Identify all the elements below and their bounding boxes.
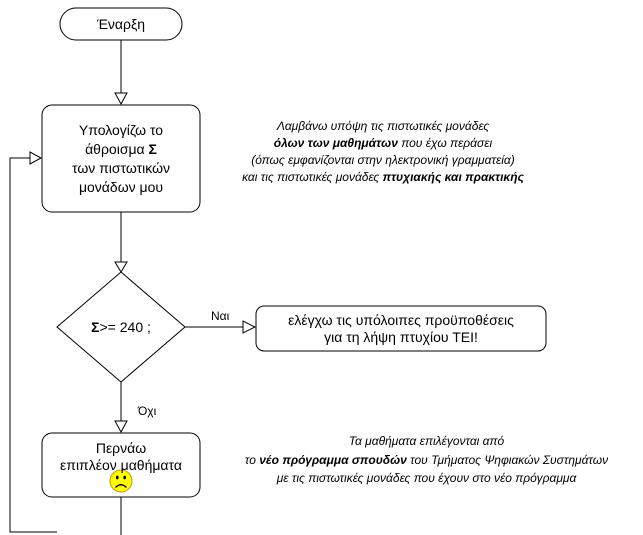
compute-note-line1: Λαμβάνω υπόψη τις πιστωτικές μονάδες [276, 119, 490, 133]
no-note: Τα μαθήματα επιλέγονται από το νέο πρόγρ… [210, 432, 643, 488]
no-note-line1: Τα μαθήματα επιλέγονται από [348, 434, 505, 448]
compute-step-line3: των πιστωτικών [71, 159, 171, 176]
decision-condition: Σ>= 240 ; [57, 317, 185, 337]
no-step-text: Περνάω επιπλέον μαθήματα [42, 440, 200, 474]
compute-step-text: Υπολογίζω το άθροισμα Σ των πιστωτικών μ… [42, 105, 200, 212]
sad-face-icon [109, 469, 133, 493]
compute-step-line1: Υπολογίζω το [78, 121, 164, 138]
no-step-line1: Περνάω [95, 440, 147, 456]
yes-label: Ναι [211, 309, 230, 323]
arrowhead-no [114, 420, 128, 434]
arrowhead-decision [114, 261, 128, 273]
no-note-line3: με τις πιστωτικές μονάδες που έχουν στο … [276, 471, 577, 485]
no-label: Όχι [138, 404, 157, 418]
no-note-line2: το νέο πρόγραμμα σπουδών του Τμήματος Ψη… [210, 451, 643, 470]
compute-step-line4: μονάδων μου [78, 178, 164, 195]
compute-note: Λαμβάνω υπόψη τις πιστωτικές μονάδες όλω… [190, 118, 576, 186]
compute-note-line4-prefix: και τις πιστωτικές μονάδες [242, 170, 380, 184]
no-note-line2-prefix: το [244, 452, 256, 467]
compute-note-line2-bold: όλων των μαθημάτων [273, 136, 398, 150]
yes-step-line2: για τη λήψη πτυχίου ΤΕΙ! [324, 328, 478, 345]
start-label-container: Έναρξη [60, 8, 182, 40]
no-note-line2-rest: του Τμήματος Ψηφιακών Συστημάτων [410, 452, 609, 467]
compute-note-line4-bold: πτυχιακής και πρακτικής [382, 170, 524, 184]
compute-note-line3: (όπως εμφανίζονται στην ηλεκτρονική γραμ… [251, 153, 515, 167]
compute-note-line2: όλων των μαθημάτων που έχω περάσει [190, 135, 576, 152]
yes-step-box [255, 305, 547, 352]
compute-step-line2-text: άθροισμα [85, 140, 145, 157]
decision-condition-line: Σ>= 240 ; [91, 318, 151, 337]
arrowhead-loop-back [29, 151, 43, 165]
arrowhead-compute [114, 92, 128, 106]
compute-step-line2: άθροισμα Σ [85, 140, 157, 159]
compute-note-line2-rest: που έχω περάσει [401, 136, 493, 150]
start-label: Έναρξη [96, 15, 146, 32]
arrowhead-yes [242, 320, 257, 334]
sum-symbol: Σ [148, 140, 157, 157]
yes-step-text: ελέγχω τις υπόλοιπες προϋποθέσεις για τη… [256, 306, 546, 351]
no-note-line2-bold: νέο πρόγραμμα σπουδών [259, 452, 407, 467]
decision-sum-symbol: Σ [91, 318, 100, 335]
compute-note-line4: και τις πιστωτικές μονάδες πτυχιακής και… [190, 169, 576, 186]
no-step-line2: επιπλέον μαθήματα [60, 457, 182, 473]
yes-step-line1: ελέγχω τις υπόλοιπες προϋποθέσεις [288, 311, 514, 328]
loop-back-connector [9, 157, 57, 533]
decision-comparison: >= 240 ; [99, 318, 151, 335]
